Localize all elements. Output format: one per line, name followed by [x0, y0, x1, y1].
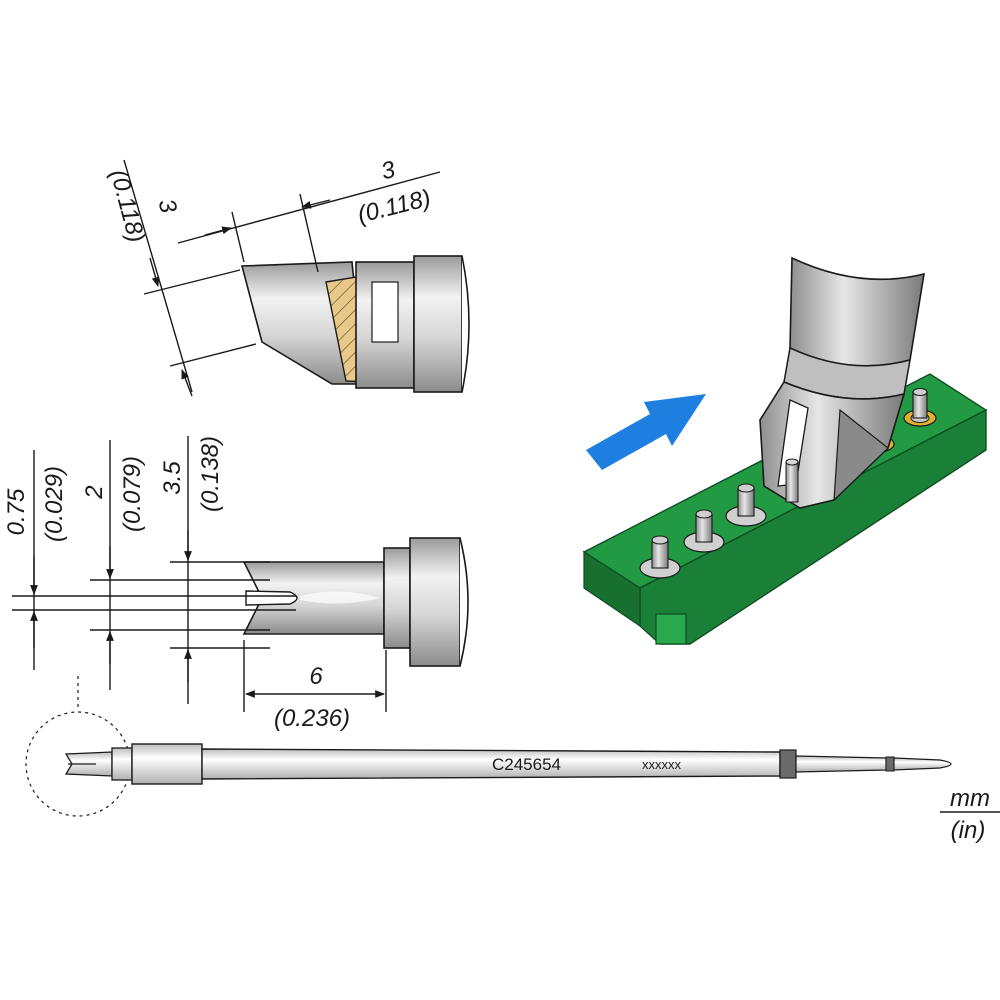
usage-illustration	[582, 256, 988, 645]
shaft	[201, 748, 781, 780]
inner-width-in: (0.079)	[119, 456, 146, 532]
slot-width-in: (0.029)	[41, 466, 68, 542]
unit-in: (in)	[951, 817, 986, 844]
pin-5	[903, 387, 937, 427]
side-height-in: (0.118)	[105, 167, 150, 246]
top-collar	[383, 547, 411, 649]
side-height-mm: 3	[152, 196, 182, 217]
length-in: (0.236)	[274, 705, 350, 732]
units-legend: mm (in)	[940, 785, 1000, 844]
top-view: 0.75 (0.029) 2 (0.079) 3.5 (0.138) 6 (0.…	[3, 436, 469, 732]
pin-1	[639, 535, 681, 579]
outer-width-mm: 3.5	[159, 461, 186, 495]
side-width-mm: 3	[378, 156, 398, 186]
inner-width-mm: 2	[81, 485, 108, 499]
pin-3	[725, 483, 767, 527]
unit-mm: mm	[950, 785, 990, 812]
pin-2	[683, 509, 725, 553]
iron-sleeve	[789, 256, 925, 367]
length-mm: 6	[309, 663, 323, 690]
side-sleeve	[413, 255, 463, 393]
serial-number: xxxxxx	[642, 757, 682, 772]
full-tip: C245654 xxxxxx	[25, 676, 952, 817]
side-view: 3 (0.118) 3 (0.118)	[105, 156, 470, 397]
part-number: C245654	[492, 755, 561, 774]
direction-arrow	[586, 394, 706, 470]
top-sleeve	[409, 537, 461, 667]
outer-width-in: (0.138)	[197, 436, 224, 512]
fork-slot	[245, 590, 298, 606]
slot-width-mm: 0.75	[3, 488, 30, 535]
